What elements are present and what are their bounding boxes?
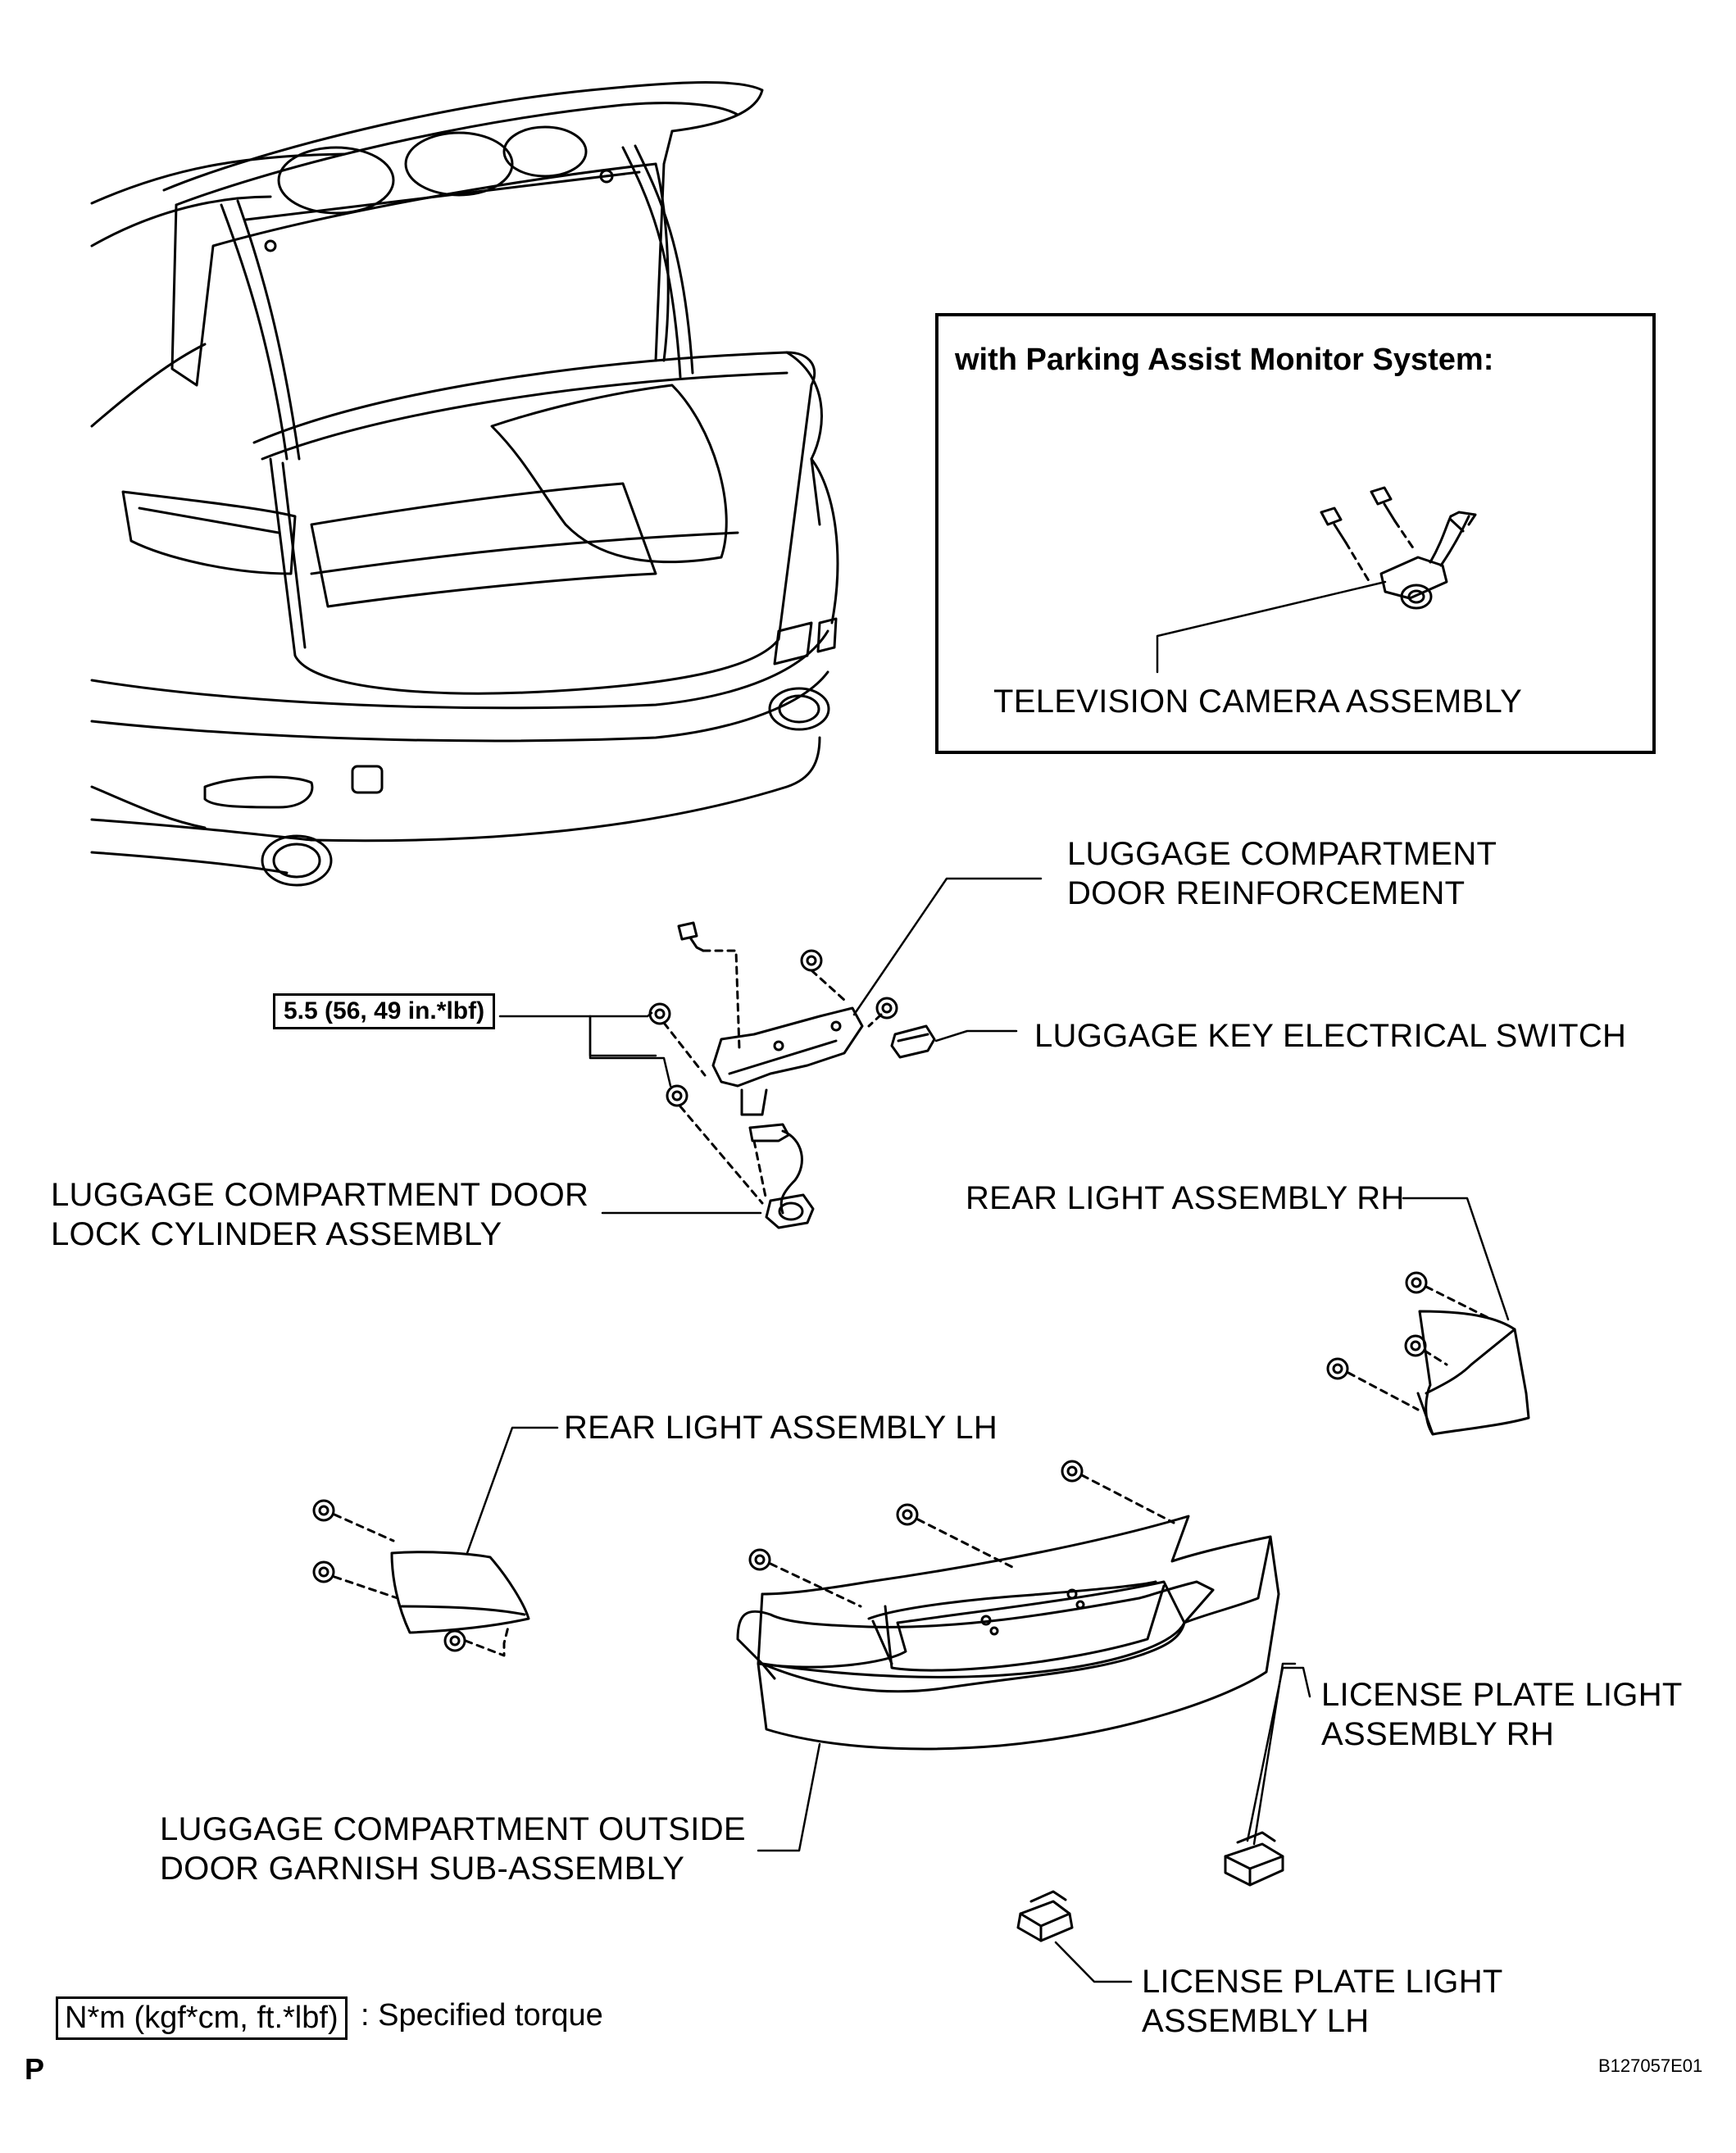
label-lock-cylinder: LUGGAGE COMPARTMENT DOOR LOCK CYLINDER A… [51,1175,589,1254]
label-rear-light-lh: REAR LIGHT ASSEMBLY LH [564,1410,998,1446]
plate-light-lh-illustration [1016,1890,1133,1983]
label-key-switch: LUGGAGE KEY ELECTRICAL SWITCH [1034,1018,1627,1054]
label-plate-light-lh-line1: LICENSE PLATE LIGHT [1142,1964,1503,2000]
reinforcement-illustration [498,877,1043,1229]
legend-torque-unit-box: N*m (kgf*cm, ft.*lbf) [56,1996,348,2040]
label-plate-light-lh: LICENSE PLATE LIGHT ASSEMBLY LH [1142,1962,1503,2041]
label-plate-light-rh-line2: ASSEMBLY RH [1321,1716,1555,1752]
parking-assist-inset: with Parking Assist Monitor System: [935,313,1656,754]
rear-light-lh-illustration [312,1426,559,1657]
torque-spec-box: 5.5 (56, 49 in.*lbf) [273,993,496,1029]
label-television-camera: TELEVISION CAMERA ASSEMBLY [993,684,1523,720]
label-garnish-line2: DOOR GARNISH SUB-ASSEMBLY [160,1851,685,1887]
label-door-reinforcement-line2: DOOR REINFORCEMENT [1067,875,1466,911]
label-garnish: LUGGAGE COMPARTMENT OUTSIDE DOOR GARNISH… [160,1810,746,1888]
figure-id: B127057E01 [1598,2055,1703,2076]
label-lock-cylinder-line2: LOCK CYLINDER ASSEMBLY [51,1216,502,1252]
label-rear-light-rh: REAR LIGHT ASSEMBLY RH [966,1180,1405,1216]
label-garnish-line1: LUGGAGE COMPARTMENT OUTSIDE [160,1811,746,1847]
inset-title: with Parking Assist Monitor System: [955,343,1494,377]
label-plate-light-rh: LICENSE PLATE LIGHT ASSEMBLY RH [1321,1675,1683,1754]
garnish-illustration [736,1460,1280,1852]
label-door-reinforcement-line1: LUGGAGE COMPARTMENT [1067,836,1497,872]
label-plate-light-lh-line2: ASSEMBLY LH [1142,2003,1370,2039]
label-lock-cylinder-line1: LUGGAGE COMPARTMENT DOOR [51,1177,589,1213]
label-door-reinforcement: LUGGAGE COMPARTMENT DOOR REINFORCEMENT [1067,834,1497,913]
plate-light-rh-illustration [1224,1662,1311,1887]
rear-light-rh-illustration [1326,1197,1530,1436]
corner-mark: P [25,2052,45,2086]
legend-text: : Specified torque [361,1998,603,2033]
camera-illustration [1156,486,1477,674]
label-plate-light-rh-line1: LICENSE PLATE LIGHT [1321,1677,1683,1713]
car-rear-illustration [90,81,839,887]
